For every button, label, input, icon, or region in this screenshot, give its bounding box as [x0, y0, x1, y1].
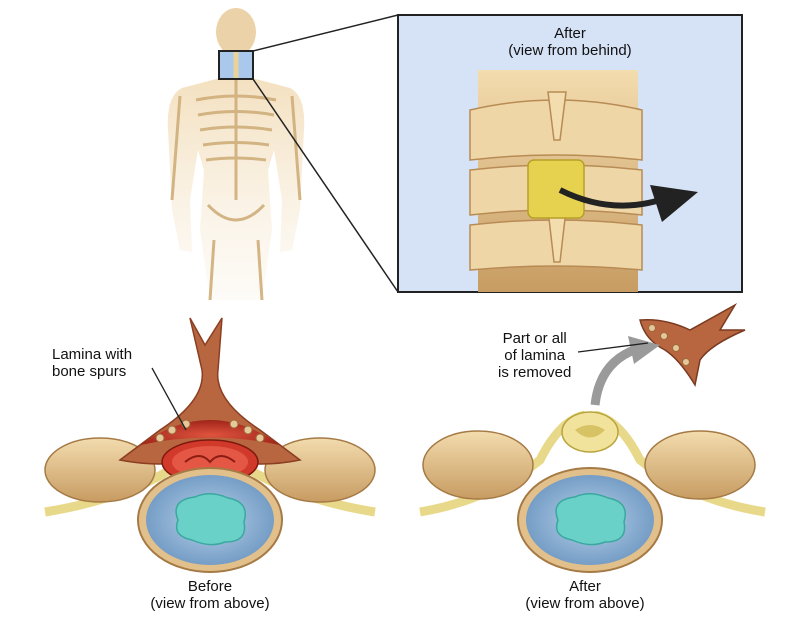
vertebra-after: [419, 410, 766, 573]
spurs-pointer: [151, 367, 187, 431]
nucleus-before: [175, 493, 246, 546]
removed-pointer: [577, 342, 649, 353]
removal-direction-arrow: [650, 185, 698, 222]
inset-title-line1: After: [554, 25, 586, 42]
nucleus-after: [555, 493, 626, 546]
spine-column: [469, 70, 643, 292]
vertebra-before: [44, 317, 376, 573]
caption-before: Before (view from above): [150, 578, 270, 612]
inset-title-line2: (view from behind): [508, 42, 631, 59]
zoom-line-bottom: [252, 78, 399, 293]
human-body-figure: [167, 8, 305, 301]
inset-panel: After (view from behind): [397, 14, 743, 293]
zoom-line-top: [252, 14, 399, 52]
spinal-cord-exposed: [527, 159, 585, 219]
label-lamina-removed: Part or all of lamina is removed: [498, 330, 572, 381]
caption-after: After (view from above): [525, 578, 645, 612]
label-lamina-spurs: Lamina with bone spurs: [52, 346, 133, 380]
